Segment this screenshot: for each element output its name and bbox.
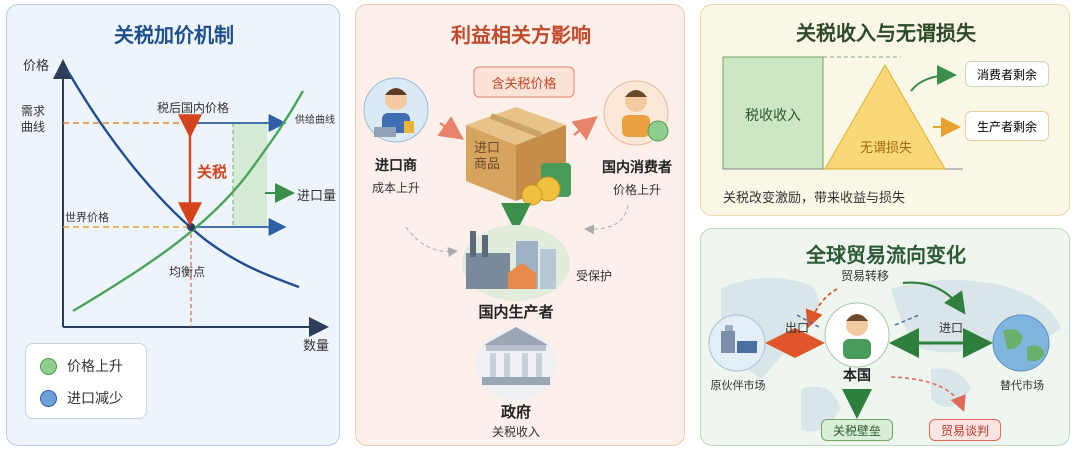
panel-title: 关税收入与无谓损失 <box>796 21 976 45</box>
global-trade-panel: 全球贸易流向变化 <box>700 228 1070 446</box>
revenue-deadweight-diagram <box>722 56 963 170</box>
consumer-name: 国内消费者 <box>602 160 672 176</box>
consumer-surplus-tag: 消费者剩余 <box>965 61 1049 87</box>
trade-diversion-label: 贸易转移 <box>841 269 890 283</box>
caption: 关税改变激励，带来收益与损失 <box>723 191 906 206</box>
government-building-icon <box>476 327 556 401</box>
import-area <box>233 123 267 227</box>
supply-demand-diagram <box>53 59 329 337</box>
import-label: 进口 <box>939 321 964 335</box>
tariff-barrier-tag: 关税壁垒 <box>821 419 893 441</box>
demand-curve <box>67 72 300 289</box>
box-label: 进口 商品 <box>474 141 501 172</box>
legend-label: 价格上升 <box>67 359 123 375</box>
partner-market-icon <box>708 314 766 372</box>
tax-revenue-block <box>722 56 824 170</box>
consumer-avatar <box>603 80 669 146</box>
deadweight-triangle <box>824 63 946 170</box>
importer-name: 进口商 <box>375 158 417 174</box>
revenue-deadweight-panel: 关税收入与无谓损失 税收收入 无谓损失 消费者剩余 生产者剩余 关税改变激励，带… <box>700 4 1070 216</box>
globe-icon <box>992 314 1050 372</box>
producer-name: 国内生产者 <box>478 303 554 321</box>
equilibrium-label: 均衡点 <box>169 265 206 279</box>
panel-title: 利益相关方影响 <box>451 23 591 47</box>
price-tag-box <box>473 66 575 98</box>
stakeholder-panel: 利益相关方影响 <box>355 4 685 446</box>
supply-curve <box>72 90 305 313</box>
supply-curve-label: 供给曲线 <box>295 115 335 126</box>
panel-title: 全球贸易流向变化 <box>806 243 966 267</box>
imports-label: 进口量 <box>297 189 337 204</box>
price-tag-label: 含关税价格 <box>491 77 557 92</box>
producer-desc: 受保护 <box>576 269 613 283</box>
partner-market-label: 原伙伴市场 <box>710 379 766 392</box>
negotiation-tag: 贸易谈判 <box>929 419 1001 441</box>
consumer-desc: 价格上升 <box>612 183 661 197</box>
stakeholder-diagram <box>363 66 669 401</box>
legend-label: 进口减少 <box>67 391 123 407</box>
demand-curve-label: 需求 曲线 <box>21 104 46 134</box>
home-country-avatar <box>824 302 890 368</box>
legend-item-price: 价格上升 <box>40 356 123 376</box>
producer-surplus-tag: 生产者剩余 <box>965 111 1049 141</box>
legend: 价格上升 进口减少 <box>25 343 147 419</box>
equilibrium-point <box>187 223 195 231</box>
blue-dot-icon <box>40 389 57 407</box>
government-desc: 关税收入 <box>491 425 540 439</box>
importer-avatar <box>363 77 429 143</box>
panel-title: 关税加价机制 <box>114 23 234 47</box>
tariff-mechanism-panel: 关税加价机制 价格 数量 需求 曲线 供给曲线 税后国内价格 世 <box>6 4 340 446</box>
tariff-label: 关税 <box>197 163 228 181</box>
deadweight-loss-label: 无谓损失 <box>859 141 912 156</box>
tax-revenue-label: 税收收入 <box>745 108 801 124</box>
green-dot-icon <box>40 357 57 375</box>
factory-icon <box>462 225 570 301</box>
world-price-label: 世界价格 <box>65 211 109 224</box>
import-goods-box-icon <box>466 107 571 206</box>
x-axis-label: 数量 <box>303 339 330 354</box>
y-axis-label: 价格 <box>23 59 50 74</box>
home-label: 本国 <box>843 368 871 384</box>
trade-flow-diagram <box>708 277 1061 432</box>
export-label: 出口 <box>785 321 810 335</box>
importer-desc: 成本上升 <box>371 181 420 195</box>
legend-item-imports: 进口减少 <box>40 388 123 408</box>
alt-market-label: 替代市场 <box>1000 379 1044 392</box>
post-tariff-price-label: 税后国内价格 <box>157 101 230 115</box>
government-name: 政府 <box>500 403 531 421</box>
